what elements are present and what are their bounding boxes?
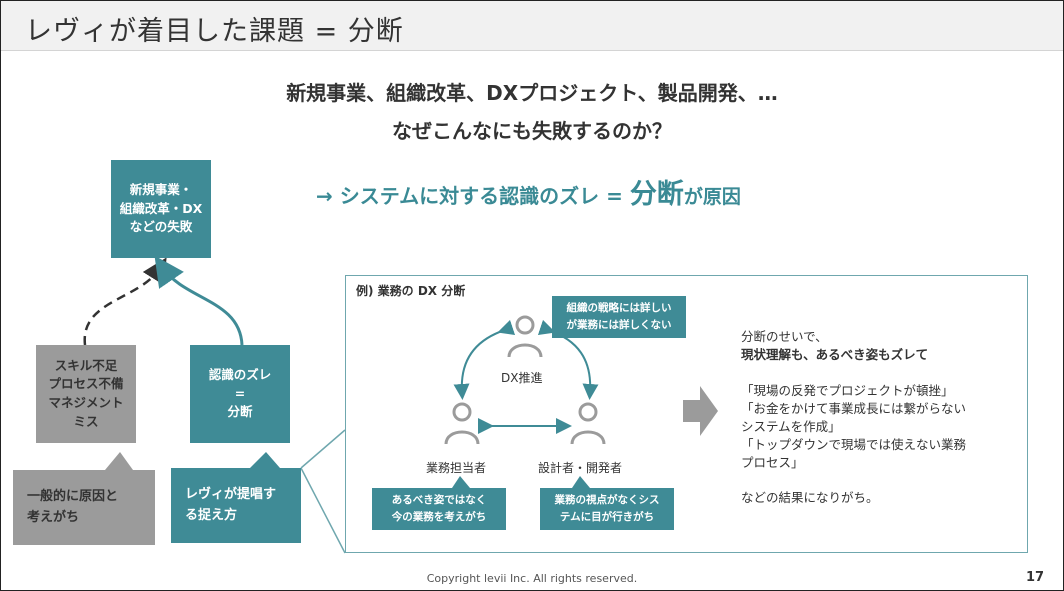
bubble-business: あるべき姿ではなく 今の業務を考えがち [372, 488, 506, 530]
bubble-developer-line: 業務の視点がなくシス [554, 494, 660, 507]
result-text-line: プロセス」 [741, 455, 804, 470]
result-text-line: 「トップダウンで現場では使えない業務 [741, 437, 967, 452]
person-label-business: 業務担当者 [426, 461, 487, 475]
levii-view-line: る捉え方 [185, 507, 238, 523]
bubble-developer: 業務の視点がなくシス テムに目が行きがち [540, 488, 674, 530]
cause-emphasis: 分断 [629, 179, 684, 210]
example-title: 例) 業務の DX 分断 [356, 284, 466, 298]
failure-box-line: 新規事業・ [129, 181, 193, 197]
result-text-line: 「お金をかけて事業成長には繋がらない [741, 401, 967, 416]
headline-line-1: 新規事業、組織改革、DXプロジェクト、製品開発、… [286, 81, 778, 105]
result-text-line: などの結果になりがち。 [741, 490, 879, 505]
headline-line-2: なぜこんなにも失敗するのか？ [392, 119, 672, 143]
slide-title: レヴィが着目した課題 = 分断 [25, 16, 404, 47]
common-cause-line: プロセス不備 [48, 376, 124, 392]
person-label-dx: DX推進 [501, 371, 543, 385]
failure-box: 新規事業・ 組織改革・DX などの失敗 [111, 160, 211, 258]
gray-label-pointer [105, 452, 133, 470]
common-cause-line: スキル不足 [54, 357, 118, 373]
cause-suffix: が原因 [683, 186, 741, 208]
bubble-business-line: あるべき姿ではなく [391, 494, 487, 507]
person-icon [570, 402, 606, 445]
result-text-line: 分断のせいで、 [741, 329, 828, 344]
result-text-line: システムを作成」 [741, 419, 841, 434]
example-panel [345, 275, 1028, 553]
cause-prefix: → システムに対する認識のズレ = [316, 184, 630, 208]
result-arrow-icon [683, 386, 718, 436]
disconnect-line: 分断 [227, 404, 253, 420]
disconnect-line: 認識のズレ [208, 366, 272, 382]
common-cause-line: ミス [73, 413, 99, 429]
person-label-developer: 設計者・開発者 [538, 461, 623, 475]
common-causes-box: スキル不足 プロセス不備 マネジメント ミス [36, 345, 136, 443]
teal-connector [154, 255, 244, 346]
failure-box-line: 組織改革・DX [119, 200, 203, 216]
zoom-line-top [300, 429, 346, 469]
bubble-left-pointer [452, 476, 470, 488]
title-bar: レヴィが着目した課題 = 分断 [1, 1, 1063, 51]
levii-view-label: レヴィが提唱す る捉え方 [171, 468, 301, 543]
common-view-label: 一般的に原因と 考えがち [13, 470, 155, 545]
person-icon [444, 402, 480, 445]
zoom-line-bottom [300, 467, 346, 554]
bubble-right-pointer [572, 476, 590, 488]
bubble-developer-line: テムに目が行きがち [559, 511, 655, 523]
arrow-top-left [453, 319, 516, 400]
levii-view-line: レヴィが提唱す [185, 487, 277, 503]
bubble-dx-line: が業務には詳しくない [566, 319, 672, 331]
page-number: 17 [1026, 570, 1045, 585]
cause-statement: → システムに対する認識のズレ = 分断が原因 [316, 172, 741, 211]
bubble-dx-line: 組織の戦略には詳しい [566, 302, 672, 315]
disconnect-line: = [234, 385, 246, 401]
result-text-line: 「現場の反発でプロジェクトが頓挫」 [741, 383, 954, 398]
bubble-dx: 組織の戦略には詳しい が業務には詳しくない [552, 296, 686, 338]
arrow-top-right [537, 319, 599, 400]
common-cause-line: マネジメント [48, 395, 124, 410]
teal-label-pointer [250, 452, 280, 468]
copyright-footer: Copyright levii Inc. All rights reserved… [426, 572, 638, 585]
person-icon [507, 315, 543, 358]
disconnect-box: 認識のズレ = 分断 [190, 345, 290, 443]
result-text-line: 現状理解も、あるべき姿もズレて [741, 347, 929, 362]
failure-box-line: などの失敗 [129, 219, 193, 235]
common-view-line: 一般的に原因と [27, 489, 119, 505]
bubble-business-line: 今の業務を考えがち [391, 511, 487, 523]
common-view-line: 考えがち [27, 509, 80, 525]
